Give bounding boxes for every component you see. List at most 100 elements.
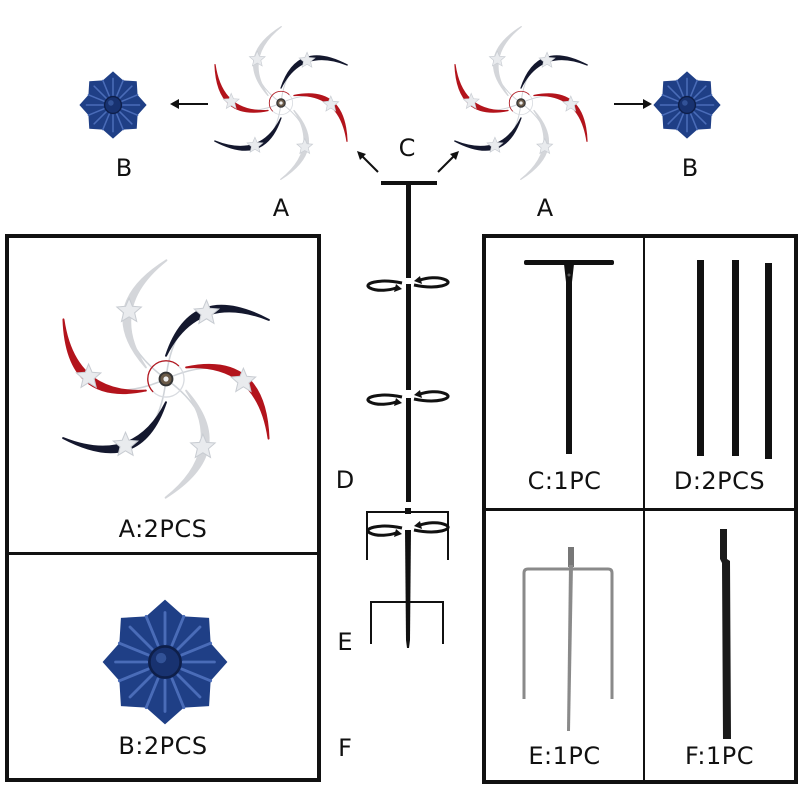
flower-petal [87,94,105,102]
bottom-pole-part-F [720,529,731,739]
flower-petal [676,113,684,131]
pinwheel-top-left [214,26,348,180]
label-C: C [398,134,416,162]
pinwheel-top-right [454,26,588,180]
star-icon [192,298,221,325]
part-cell-A: A:2PCS [9,238,317,555]
flower-petal [144,614,160,647]
pole-segment [697,260,704,456]
part-cell-F: F:1PC [645,511,794,780]
pole-segment [765,263,772,459]
arrow-up-left-icon [357,151,379,173]
star-icon [115,296,143,323]
pinwheel-part-A [62,259,270,499]
label-A-right: A [536,194,554,222]
pinwheel-blade [520,55,588,89]
star-icon [538,51,556,68]
assembled-pole [366,181,450,648]
twist-arrows-icon [366,276,450,292]
pinwheel-blade [214,117,282,151]
flower-petal [128,673,154,699]
caption-D: D:2PCS [673,467,766,495]
pole-f-fork [370,601,444,644]
flower-petal [176,625,202,651]
pinwheel-blade [62,401,167,454]
caption-B: B:2PCS [118,732,208,760]
flower-petal [690,79,698,97]
label-B-right: B [681,154,699,182]
t-top-pole-part-C [524,260,614,454]
arrow-up-right-icon [437,151,459,173]
pole-e-fork [366,508,449,560]
pole-f-segment [405,530,411,648]
part-cell-B: B:2PCS [9,555,317,778]
flower-center [148,645,182,679]
flower-part-B [102,599,228,725]
flower-petal [121,108,139,116]
star-icon [229,366,257,393]
flower-petal [661,94,679,102]
pinwheel-blade [185,363,270,440]
flower-petal [180,641,213,657]
flower-petal [180,667,213,683]
label-B-left: B [115,154,133,182]
twist-arrows-icon [366,390,450,406]
twist-arrows-icon [366,521,450,537]
flower-petal [93,111,107,125]
caption-E: E:1PC [528,742,601,770]
caption-C: C:1PC [527,467,602,495]
pole-c-segment [406,182,411,278]
flower-petal [693,111,707,125]
pole-segment [732,260,739,456]
flower-petal [102,113,110,131]
pole-d-segment-2 [406,398,411,502]
flower-petal [693,85,707,99]
star-icon [298,51,316,68]
star-icon [322,95,340,112]
flower-petal [695,94,713,102]
pinwheel-blade [293,93,348,142]
pinwheel-blade [454,117,522,151]
label-F: F [338,734,352,762]
star-icon [248,50,266,67]
flower-petal [121,94,139,102]
star-icon [486,136,504,153]
flower-petal [87,108,105,116]
flower-petal [116,113,124,131]
caption-A: A:2PCS [118,515,208,543]
pinwheel-blade [492,26,522,97]
pinwheel-blade [280,55,348,89]
label-A-left: A [272,194,290,222]
flower-petal [170,677,186,710]
pinwheel-blade [454,64,509,113]
star-icon [536,137,554,155]
flower-petal [676,79,684,97]
pinwheel-blade [122,259,168,369]
star-icon [246,136,264,153]
part-cell-D: D:2PCS [645,238,794,511]
flower-center [677,95,697,115]
parts-box-right: C:1PC D:2PCS E:1PC F:1PC [482,234,798,784]
flower-petal [119,111,133,125]
ground-stake-part-E [522,547,614,731]
pole-d-segment-1 [406,284,411,390]
pinwheel-blade [533,93,588,142]
flower-petal [667,111,681,125]
pinwheel-blade [252,26,282,97]
pinwheel-blade [214,64,269,113]
pinwheel-blade [520,109,550,180]
part-cell-C: C:1PC [486,238,645,511]
pinwheel-blade [62,318,147,395]
flower-petal [695,108,713,116]
flower-petal [116,79,124,97]
flower-petal [128,625,154,651]
arrow-left-icon [170,99,208,109]
parts-box-left: A:2PCS B:2PCS [5,234,321,782]
star-icon [296,137,314,155]
flower-petal [102,79,110,97]
star-icon [189,432,217,459]
flower-petal [93,85,107,99]
flower-petal [117,667,150,683]
star-icon [562,95,580,112]
